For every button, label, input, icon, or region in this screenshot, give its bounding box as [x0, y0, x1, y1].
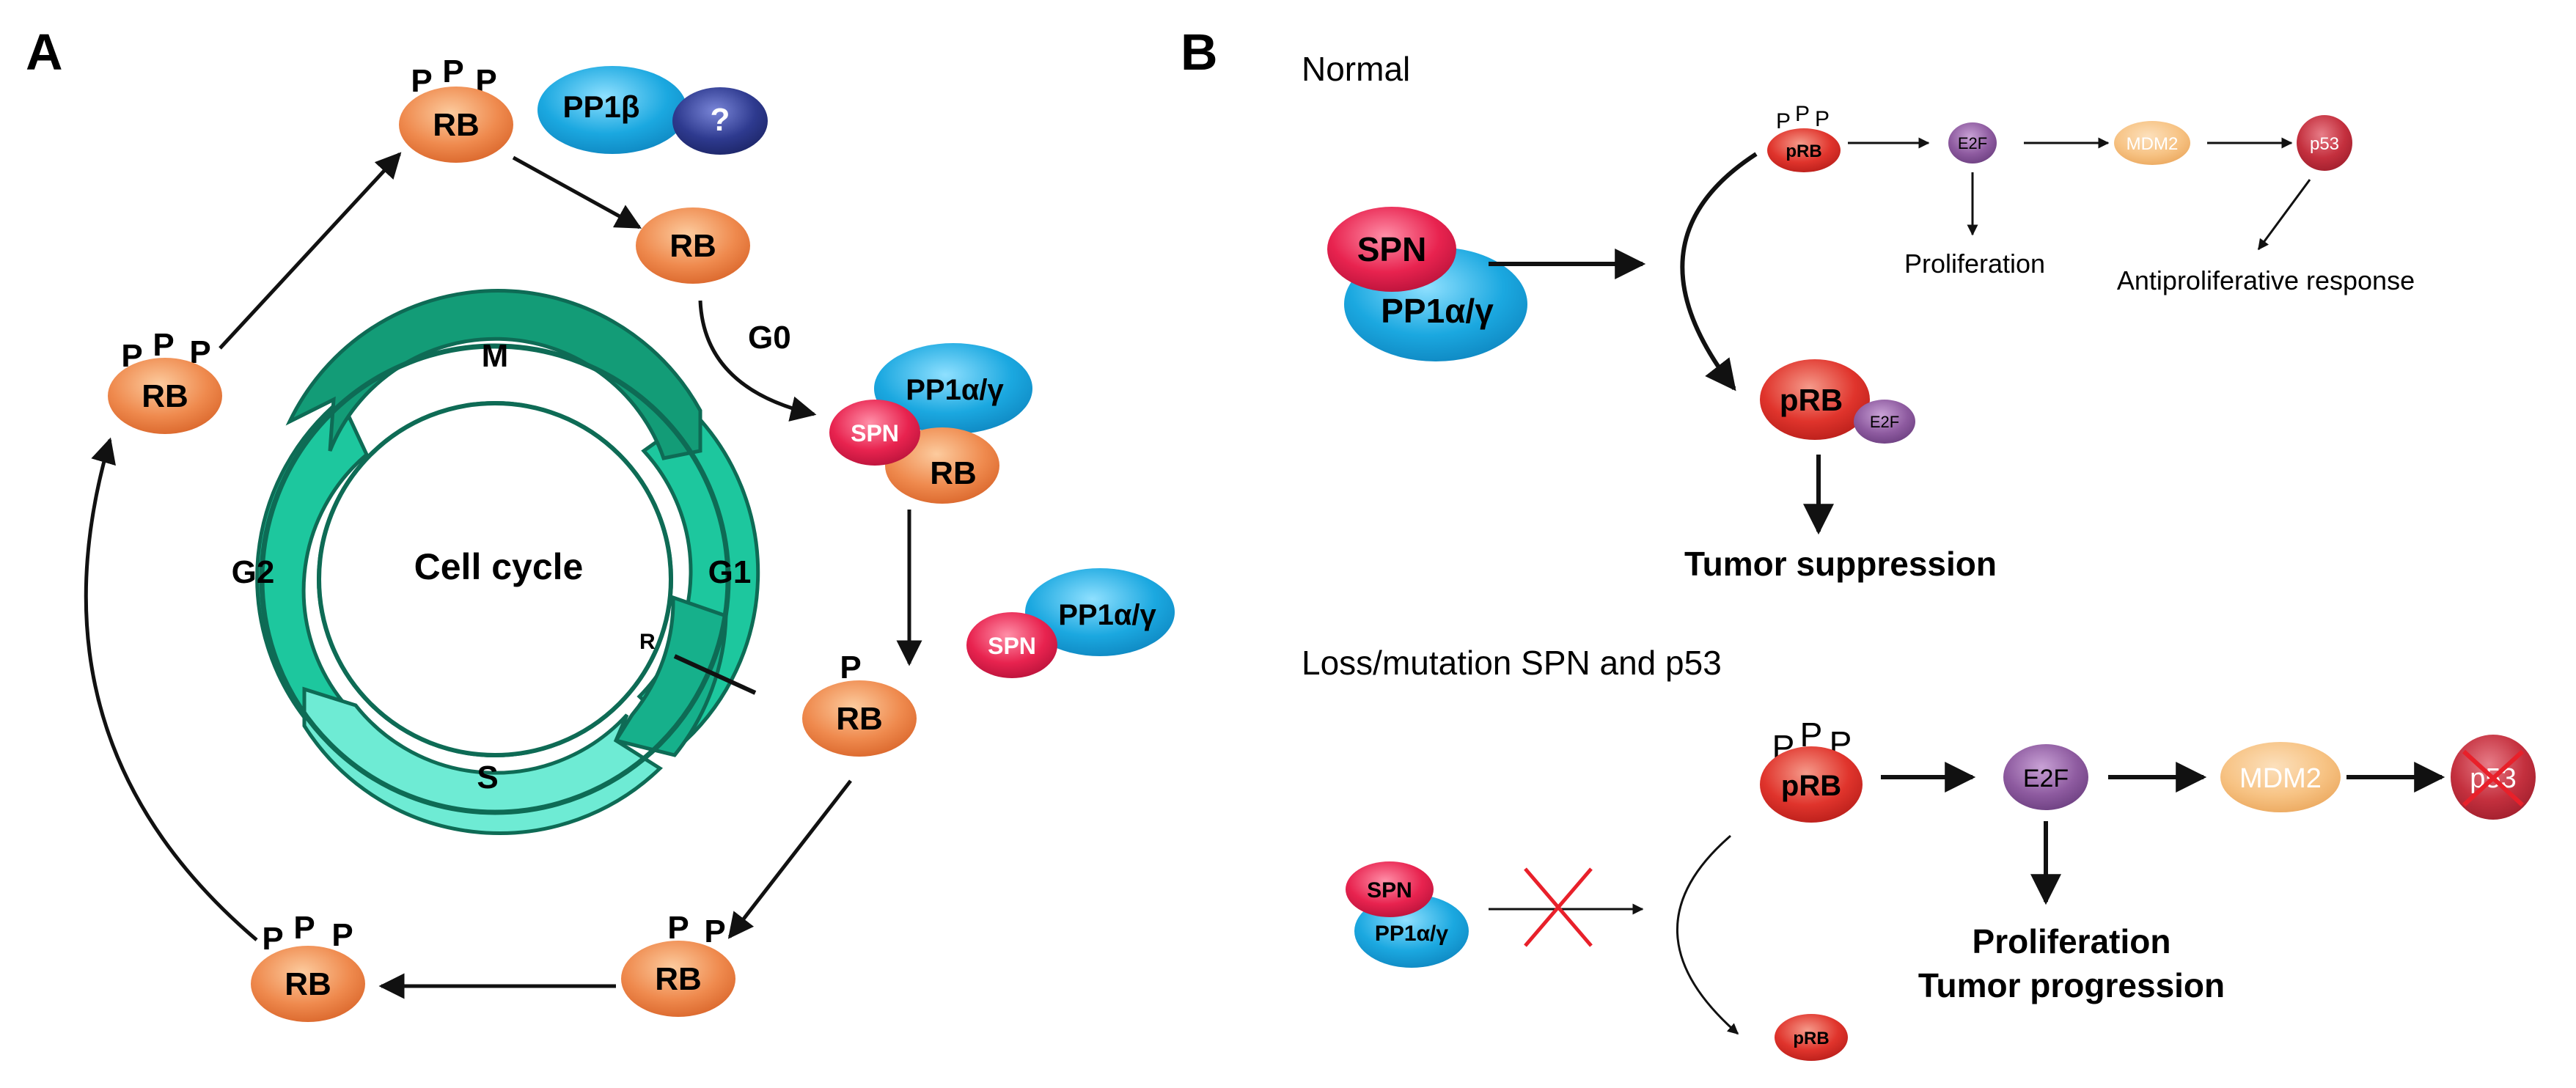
- restriction-point-line: [673, 654, 757, 695]
- normal-spn-pp1-complex: SPN PP1α/γ: [1327, 207, 1527, 361]
- antiproliferative-label: Antiproliferative response: [2117, 265, 2415, 295]
- panel-b-label: B: [1181, 23, 1218, 81]
- e2f-label: E2F: [1958, 134, 1987, 152]
- p53-cross: [2462, 749, 2525, 807]
- phase-g2-label: G2: [232, 554, 275, 590]
- phospho-p: P: [442, 54, 463, 89]
- arrow-top-to-g0: [512, 155, 642, 229]
- arrow-p53-to-antiproliferative: [2257, 179, 2311, 251]
- tumor-progression-label: Tumor progression: [1918, 966, 2225, 1004]
- phospho-p: P: [704, 914, 725, 949]
- spn-pp1ag-free: PP1α/γ SPN: [966, 568, 1175, 678]
- rb-label: RB: [836, 701, 883, 737]
- prb-label: pRB: [1781, 770, 1841, 802]
- proliferation-label: Proliferation: [1904, 249, 2045, 279]
- pp1ag-label: PP1α/γ: [906, 374, 1004, 406]
- phospho-p: P: [293, 910, 315, 946]
- rb-ppp-left: P P P RB: [108, 327, 222, 434]
- phase-m-label: M: [482, 338, 509, 374]
- normal-prb-p: P P P pRB: [1767, 102, 1841, 172]
- arrow-left-to-top: [219, 152, 402, 350]
- e2f-label: E2F: [2023, 765, 2069, 793]
- pp1ag-label: PP1α/γ: [1375, 922, 1448, 946]
- spn-label: SPN: [1357, 230, 1427, 268]
- spn-label: SPN: [1367, 878, 1412, 903]
- pp1b-label: PP1β: [562, 89, 639, 124]
- normal-e2f: E2F: [1948, 122, 1997, 163]
- loss-prb-bottom: pRB: [1775, 1014, 1848, 1061]
- normal-mdm2: MDM2: [2114, 121, 2190, 165]
- normal-p53: p53: [2297, 115, 2352, 171]
- pp1b-unknown-complex: PP1β ?: [537, 66, 768, 155]
- rb-p: P RB: [802, 650, 917, 757]
- unknown-label: ?: [711, 102, 730, 138]
- rb-label: RB: [655, 961, 702, 997]
- loss-p53: p53: [2451, 735, 2536, 820]
- arrow-rbp-to-rbpp: [727, 779, 852, 939]
- p53-label: p53: [2310, 134, 2339, 154]
- proliferation-bold-label: Proliferation: [1973, 922, 2171, 960]
- arrow-g0-to-complex: [698, 300, 817, 422]
- rb-label: RB: [433, 107, 480, 143]
- tumor-suppression-label: Tumor suppression: [1684, 545, 1997, 583]
- rb-label: RB: [285, 966, 331, 1002]
- prb-label: pRB: [1793, 1029, 1829, 1048]
- phospho-p: P: [153, 327, 174, 363]
- arrow-bottom-to-left: [84, 437, 258, 941]
- rb-label: RB: [142, 378, 188, 414]
- spn-label: SPN: [988, 633, 1036, 659]
- phospho-p: P: [1815, 107, 1830, 131]
- rb-label: RB: [930, 455, 977, 491]
- rb-label: RB: [669, 228, 716, 264]
- spn-label: SPN: [851, 420, 899, 446]
- phospho-p: P: [667, 910, 689, 946]
- cross-mark: [1524, 867, 1593, 947]
- spn-pp1ag-rb-complex: PP1α/γ SPN RB: [829, 343, 1032, 504]
- phospho-p: P: [331, 917, 353, 953]
- rb-ppp-top: P P P RB: [399, 54, 513, 163]
- restriction-point-label: R: [639, 630, 656, 654]
- g0-label: G0: [748, 320, 791, 356]
- loss-mdm2: MDM2: [2220, 742, 2341, 812]
- phospho-p: P: [1776, 109, 1791, 133]
- phase-s-label: S: [477, 760, 498, 795]
- normal-branch-arrow: [1680, 152, 1758, 392]
- phospho-p: P: [840, 650, 861, 685]
- phase-g1-label: G1: [708, 554, 752, 590]
- panel-a-label: A: [26, 23, 63, 81]
- loss-heading: Loss/mutation SPN and p53: [1302, 644, 1722, 682]
- mdm2-label: MDM2: [2127, 134, 2179, 154]
- rb-g0: RB: [636, 207, 750, 284]
- mdm2-label: MDM2: [2239, 763, 2322, 794]
- e2f-label: E2F: [1870, 413, 1899, 431]
- panel-a-arrows: [84, 152, 922, 999]
- loss-prb-ppp: P P P pRB: [1760, 716, 1863, 823]
- cell-cycle-ring: R Cell cycle M G1 S G2: [232, 289, 760, 835]
- cell-cycle-title: Cell cycle: [414, 546, 584, 587]
- rb-pp: P P RB: [621, 910, 735, 1017]
- pp1ag-label: PP1α/γ: [1058, 599, 1156, 631]
- phospho-p: P: [1795, 102, 1810, 126]
- normal-heading: Normal: [1302, 50, 1410, 88]
- loss-branch-arrow: [1676, 834, 1739, 1035]
- normal-prb-e2f-complex: pRB E2F: [1760, 359, 1915, 444]
- loss-spn-pp1-complex: SPN PP1α/γ: [1346, 861, 1469, 968]
- loss-e2f: E2F: [2003, 744, 2088, 810]
- rb-ppp-bottom: P P P RB: [251, 910, 365, 1022]
- prb-label: pRB: [1786, 141, 1821, 161]
- prb-label: pRB: [1780, 383, 1843, 417]
- phase-g1-late-segment: [613, 595, 728, 757]
- pp1ag-label: PP1α/γ: [1381, 292, 1494, 330]
